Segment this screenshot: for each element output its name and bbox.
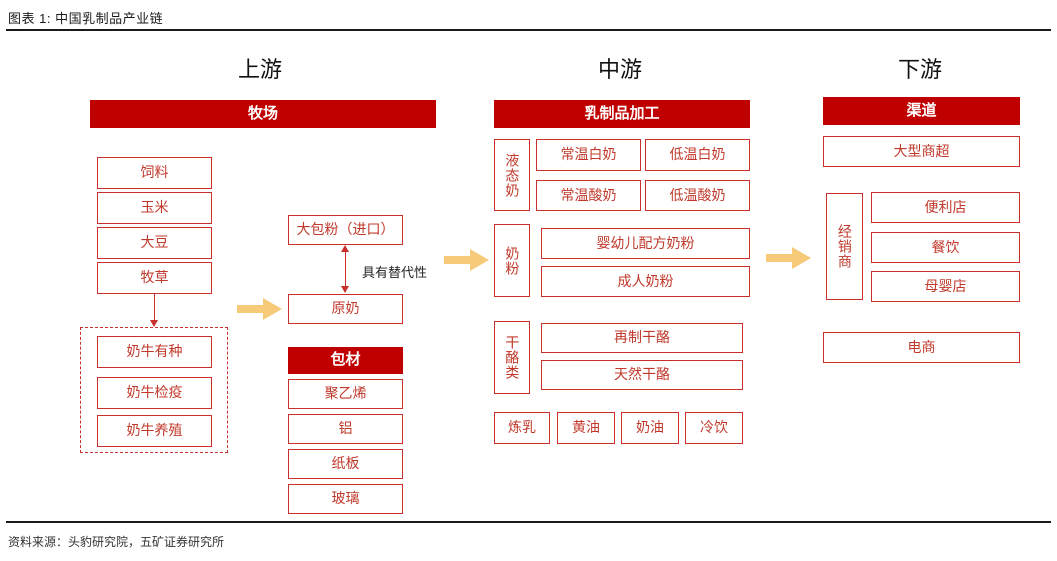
substitution-arrowhead-down-icon bbox=[341, 286, 349, 293]
upstream-feed-box-2[interactable]: 大豆 bbox=[97, 227, 212, 259]
upstream-cattle-box-2[interactable]: 奶牛养殖 bbox=[97, 415, 212, 447]
gold-arrow-midstream-to-downstream-icon bbox=[766, 247, 811, 269]
upstream-raw-milk-box[interactable]: 原奶 bbox=[288, 294, 403, 324]
packaging-header: 包材 bbox=[288, 347, 403, 374]
upstream-header-farm: 牧场 bbox=[90, 100, 436, 128]
packaging-item-1[interactable]: 铝 bbox=[288, 414, 403, 444]
midstream-category-0-item-0[interactable]: 常温白奶 bbox=[536, 139, 641, 171]
downstream-distributor-item-1[interactable]: 餐饮 bbox=[871, 232, 1020, 263]
midstream-category-2-item-1[interactable]: 天然干酪 bbox=[541, 360, 743, 390]
figure-source: 资料来源：头豹研究院，五矿证券研究所 bbox=[8, 535, 225, 549]
substitution-arrowhead-up-icon bbox=[341, 245, 349, 252]
downstream-direct-retail-box[interactable]: 大型商超 bbox=[823, 136, 1020, 167]
downstream-distributor-label: 经销商 bbox=[826, 193, 863, 300]
footer-rule bbox=[6, 521, 1051, 523]
upstream-imported-powder-box[interactable]: 大包粉（进口） bbox=[288, 215, 403, 245]
midstream-header-processing: 乳制品加工 bbox=[494, 100, 750, 128]
midstream-category-0-item-1[interactable]: 低温白奶 bbox=[645, 139, 750, 171]
feed-to-cattle-arrowhead-icon bbox=[150, 320, 158, 327]
upstream-cattle-box-0[interactable]: 奶牛有种 bbox=[97, 336, 212, 368]
midstream-category-0-item-2[interactable]: 常温酸奶 bbox=[536, 180, 641, 211]
midstream-category-1-item-1[interactable]: 成人奶粉 bbox=[541, 266, 750, 297]
midstream-other-product-0[interactable]: 炼乳 bbox=[494, 412, 550, 444]
upstream-feed-box-1[interactable]: 玉米 bbox=[97, 192, 212, 224]
figure-title: 图表 1: 中国乳制品产业链 bbox=[8, 11, 164, 26]
midstream-other-product-3[interactable]: 冷饮 bbox=[685, 412, 743, 444]
midstream-category-2-item-0[interactable]: 再制干酪 bbox=[541, 323, 743, 353]
upstream-cattle-box-1[interactable]: 奶牛检疫 bbox=[97, 377, 212, 409]
feed-to-cattle-connector-line bbox=[154, 294, 156, 322]
midstream-other-product-2[interactable]: 奶油 bbox=[621, 412, 679, 444]
midstream-category-1-label: 奶粉 bbox=[494, 224, 530, 297]
packaging-item-0[interactable]: 聚乙烯 bbox=[288, 379, 403, 409]
section-caption-downstream: 下游 bbox=[897, 57, 942, 82]
section-caption-midstream: 中游 bbox=[597, 57, 642, 82]
gold-arrow-to-raw-milk-icon bbox=[237, 298, 282, 320]
substitution-connector-line bbox=[345, 248, 347, 292]
midstream-category-2-label: 干酪类 bbox=[494, 321, 530, 394]
downstream-distributor-item-2[interactable]: 母婴店 bbox=[871, 271, 1020, 302]
midstream-category-0-label: 液态奶 bbox=[494, 139, 530, 211]
downstream-distributor-item-0[interactable]: 便利店 bbox=[871, 192, 1020, 223]
downstream-ecommerce-box[interactable]: 电商 bbox=[823, 332, 1020, 363]
upstream-feed-box-0[interactable]: 饲料 bbox=[97, 157, 212, 189]
midstream-category-1-item-0[interactable]: 婴幼儿配方奶粉 bbox=[541, 228, 750, 259]
downstream-header-channel: 渠道 bbox=[823, 97, 1020, 125]
substitution-label: 具有替代性 bbox=[362, 265, 428, 280]
upstream-feed-box-3[interactable]: 牧草 bbox=[97, 262, 212, 294]
section-caption-upstream: 上游 bbox=[237, 57, 282, 82]
packaging-item-2[interactable]: 纸板 bbox=[288, 449, 403, 479]
gold-arrow-upstream-to-midstream-icon bbox=[444, 249, 489, 271]
packaging-item-3[interactable]: 玻璃 bbox=[288, 484, 403, 514]
midstream-other-product-1[interactable]: 黄油 bbox=[557, 412, 615, 444]
header-rule bbox=[6, 29, 1051, 31]
midstream-category-0-item-3[interactable]: 低温酸奶 bbox=[645, 180, 750, 211]
cattle-dashed-group bbox=[80, 327, 228, 453]
